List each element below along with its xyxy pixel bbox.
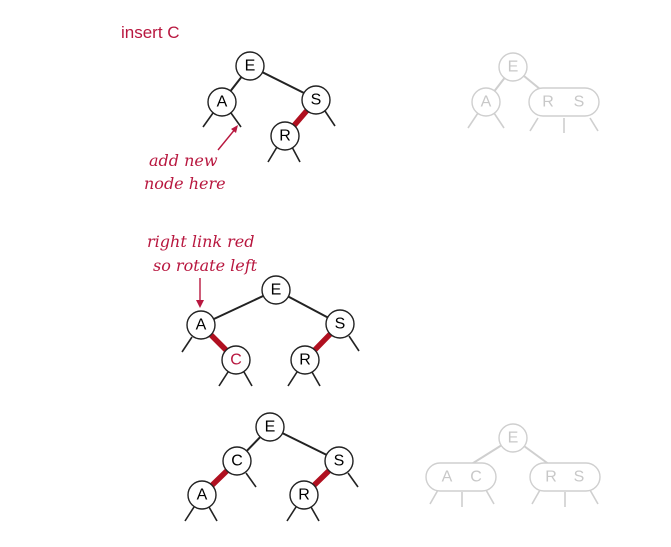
annotation-line-2: so rotate left	[153, 256, 258, 275]
node-key: R	[299, 352, 311, 369]
node-key: S	[574, 469, 585, 486]
null-link	[245, 472, 257, 488]
node-key: S	[335, 316, 346, 333]
tree-step-3: E C S A R	[184, 412, 359, 522]
tree-node: E	[498, 423, 528, 453]
annotation-rotate-left: right link red so rotate left	[147, 232, 258, 308]
null-link	[347, 472, 359, 488]
node-key: E	[508, 430, 519, 447]
tree-node: A	[186, 310, 216, 340]
tree-node: A	[207, 87, 237, 117]
three-node: A C	[425, 462, 497, 492]
null-link	[218, 371, 229, 387]
diagram-title: insert C	[121, 23, 180, 42]
tree-step-2: E A S C R	[181, 275, 360, 387]
tree-step-1: E A S R	[202, 51, 336, 163]
tree-node: E	[261, 275, 291, 305]
node-key: R	[279, 128, 291, 145]
tree-node: A	[471, 87, 501, 117]
null-link	[324, 110, 336, 127]
tree-node: R	[290, 345, 320, 375]
node-key: A	[481, 94, 492, 111]
node-key: S	[311, 92, 322, 109]
tree-node: C	[222, 446, 252, 476]
ghost-tree-2: E A C R S	[425, 423, 601, 507]
node-key: S	[574, 94, 585, 111]
node-key: R	[545, 469, 557, 486]
three-node: R S	[529, 462, 601, 492]
node-key: E	[245, 58, 256, 75]
tree-node: R	[270, 121, 300, 151]
tree-node: S	[301, 85, 331, 115]
null-link	[267, 146, 278, 163]
tree-node: A	[187, 480, 217, 510]
node-key: C	[231, 453, 243, 470]
null-link	[348, 335, 360, 352]
null-link	[243, 371, 253, 387]
node-key: A	[217, 94, 228, 111]
node-key: E	[508, 59, 519, 76]
tree-node-new: C	[221, 345, 251, 375]
node-key: E	[265, 419, 276, 436]
tree-node: E	[255, 412, 285, 442]
tree-node: E	[235, 51, 265, 81]
null-link	[202, 112, 214, 128]
null-link	[181, 336, 193, 353]
annotation-line-1: add new	[149, 151, 218, 170]
null-link	[291, 146, 301, 163]
null-link	[230, 112, 242, 128]
null-link	[208, 506, 218, 522]
node-key: S	[334, 453, 345, 470]
annotation-add-new-node: add new node here	[144, 125, 238, 193]
node-key: C	[470, 469, 482, 486]
node-key: A	[196, 317, 207, 334]
annotation-line-2: node here	[144, 174, 226, 193]
null-link	[311, 371, 321, 387]
node-key: C	[230, 352, 242, 369]
arrowhead-icon	[196, 300, 204, 308]
node-key: A	[197, 487, 208, 504]
tree-node: S	[324, 446, 354, 476]
node-key: E	[271, 282, 282, 299]
annotation-line-1: right link red	[147, 232, 255, 251]
tree-node: S	[325, 309, 355, 339]
arrowhead-icon	[231, 125, 238, 133]
null-link	[287, 371, 298, 387]
node-key: R	[542, 94, 554, 111]
tree-node: R	[289, 480, 319, 510]
three-node: R S	[528, 87, 600, 117]
ghost-tree-1: E A R S	[467, 52, 600, 133]
null-link	[286, 506, 297, 522]
tree-node: E	[498, 52, 528, 82]
node-key: R	[298, 487, 310, 504]
node-key: A	[442, 469, 453, 486]
pointer-arrow	[217, 127, 237, 151]
null-link	[184, 506, 195, 522]
null-link	[310, 506, 320, 522]
